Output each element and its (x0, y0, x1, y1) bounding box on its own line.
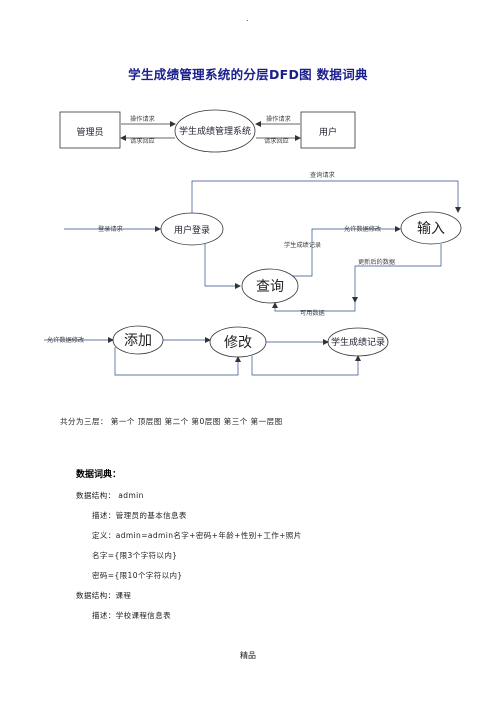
input-process-label: 输入 (417, 221, 445, 237)
dictionary-line: 描述：学校课程信息表 (92, 611, 171, 620)
page-title: 学生成绩管理系统的分层DFD图 数据词典 (128, 67, 368, 82)
user-request-label: 操作请求 (266, 115, 291, 123)
allow-modify-arrow (292, 226, 401, 277)
query-request-label: 查询请求 (310, 171, 335, 179)
query-request-arrow (191, 180, 461, 213)
page-footer: 精品 (240, 651, 256, 660)
dictionary-heading: 数据词典： (76, 470, 122, 480)
dictionary-line: 数据结构：课程 (76, 591, 132, 600)
record-store-label: 学生成绩记录 (331, 336, 385, 348)
dictionary-line: 名字={限3个字符以内} (92, 551, 178, 560)
admin-entity-label: 管理员 (76, 126, 103, 138)
login-process-label: 用户登录 (174, 224, 210, 236)
modify-process-label: 修改 (224, 335, 252, 351)
available-data-label: 可用数据 (300, 309, 325, 317)
login-request-label: 登录请求 (98, 225, 123, 233)
dictionary-line: 数据结构： admin (76, 491, 144, 500)
user-entity-box (300, 111, 356, 149)
allow-modify-label: 允许数据修改 (344, 225, 381, 233)
dictionary-line: 定义：admin=admin名字+密码+年龄+性别+工作+照片 (92, 531, 302, 540)
updated-data-label: 更新后的数据 (358, 258, 395, 266)
levels-description: 共分为三层： 第一个 顶层图 第二个 第0层图 第三个 第一层图 (60, 417, 283, 426)
dictionary-line: 密码={限10个字符以内} (92, 571, 183, 580)
add-loop-arrow (114, 347, 241, 376)
top-mark: . (246, 14, 249, 23)
updated-data-arrow (352, 244, 442, 303)
admin-response-label: 请求回应 (130, 137, 155, 145)
login-query-arrow (204, 244, 241, 289)
modify-loop-arrow (251, 355, 361, 376)
query-process-label: 查询 (256, 279, 284, 295)
user-response-label: 请求回应 (264, 137, 289, 145)
dictionary-line: 描述：管理员的基本信息表 (92, 511, 187, 520)
add-process-label: 添加 (124, 333, 152, 349)
user-entity-label: 用户 (319, 126, 337, 138)
input-process (400, 211, 462, 245)
system-process-label: 学生成绩管理系统 (179, 125, 251, 137)
system-process (174, 109, 256, 153)
admin-request-label: 操作请求 (130, 115, 155, 123)
allow-modify-left-label: 允许数据修改 (47, 336, 84, 344)
admin-entity-box (59, 111, 121, 149)
query-process (241, 268, 299, 304)
score-record-flow-label: 学生成绩记录 (284, 241, 321, 249)
available-data-arrow (272, 302, 356, 312)
